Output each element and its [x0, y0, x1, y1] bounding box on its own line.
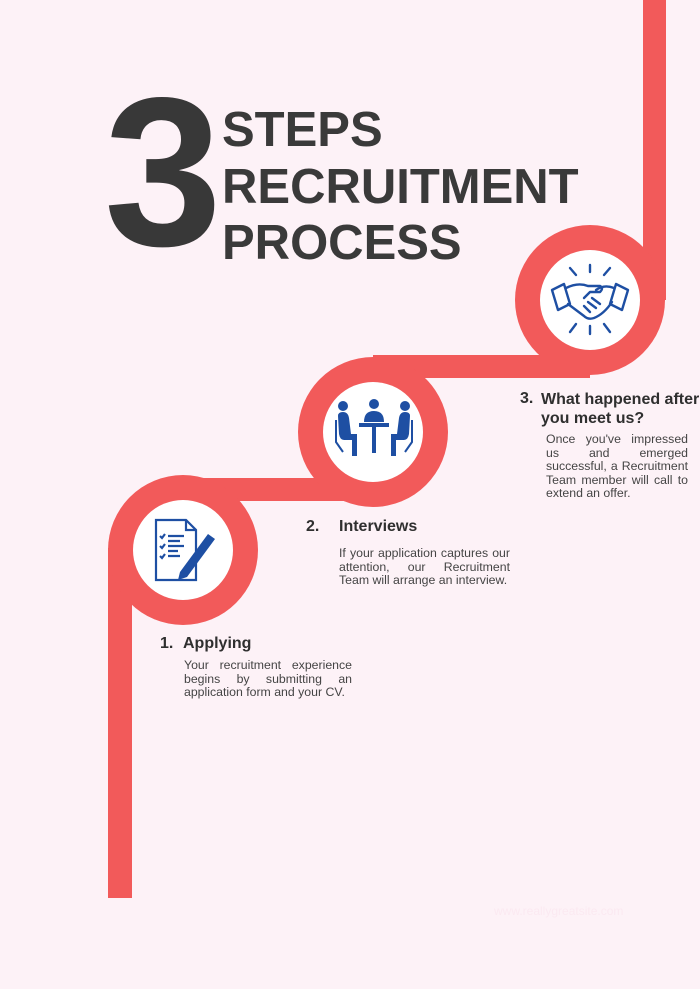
path-segment-2-3: [373, 355, 590, 378]
step-3-body: Once you've impressed us and emerged suc…: [546, 432, 688, 501]
step-1-number: 1.: [160, 635, 174, 652]
meeting-icon: [335, 399, 413, 456]
step-2-title: Interviews: [339, 518, 418, 535]
document-pen-icon: [154, 518, 215, 582]
title-number: 3: [104, 53, 222, 290]
title-line-1: STEPS: [222, 103, 383, 157]
handshake-icon: [550, 263, 630, 336]
step-2-number: 2.: [306, 518, 320, 535]
title-line-3: PROCESS: [222, 216, 462, 270]
step-3-number: 3.: [520, 390, 534, 407]
title-line-2: RECRUITMENT: [222, 160, 579, 214]
step-2-body: If your application captures our attenti…: [339, 546, 510, 588]
path-segment-vertical-right: [643, 0, 666, 300]
step-1-title: Applying: [183, 635, 252, 652]
watermark: www.reallygreatsite.com: [494, 904, 624, 918]
step-3-title: What happened after you meet us?: [541, 391, 700, 427]
step-1-body: Your recruitment experience begins by su…: [184, 658, 352, 700]
path-segment-vertical-left: [108, 548, 132, 898]
